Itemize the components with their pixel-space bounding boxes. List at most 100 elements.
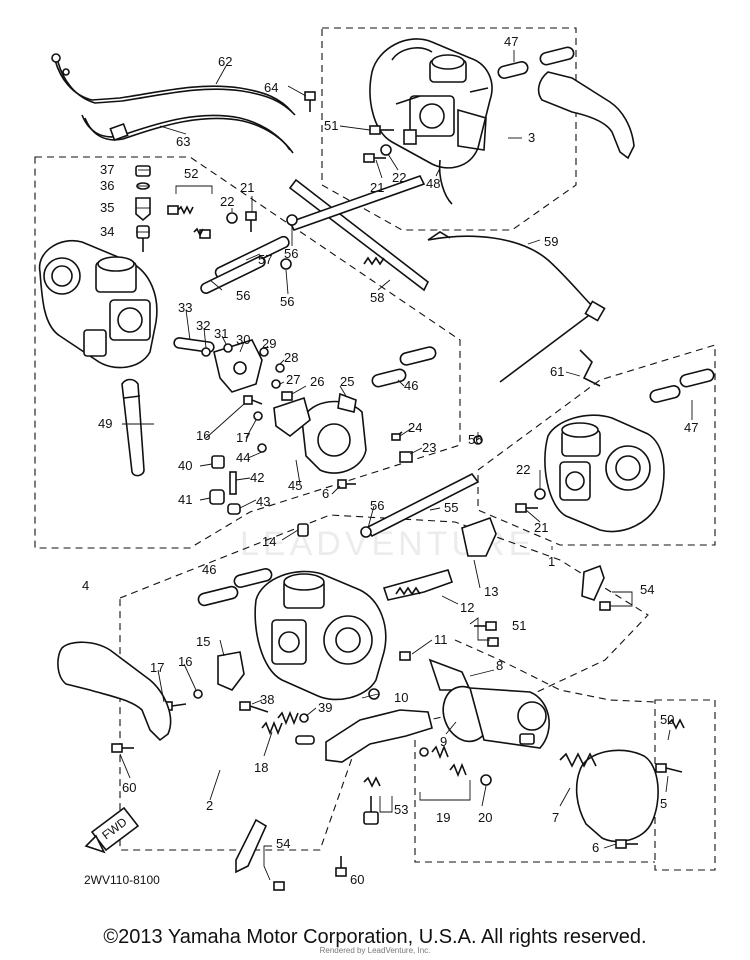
rods-47-right: [649, 368, 715, 403]
screw-51-bottom: [474, 621, 499, 647]
label-47-right: 47: [684, 420, 698, 435]
label-56-d: 56: [468, 432, 482, 447]
bracket-30: [213, 339, 263, 393]
bracket-54-right: [581, 564, 611, 611]
washer-22-left: [226, 212, 238, 224]
bracket-left-bottom: [57, 641, 172, 742]
label-15: 15: [196, 634, 210, 649]
washer-28: [275, 363, 285, 373]
screw-24: [391, 431, 403, 441]
cap-37: [135, 165, 151, 177]
rods-46-upper: [371, 346, 437, 388]
label-62: 62: [218, 54, 232, 69]
label-61: 61: [550, 364, 564, 379]
label-45: 45: [288, 478, 302, 493]
label-34: 34: [100, 224, 114, 239]
assembly-outline-2: [119, 514, 649, 851]
label-3: 3: [528, 130, 535, 145]
label-7: 7: [552, 810, 559, 825]
cap-43: [227, 503, 241, 515]
label-40: 40: [178, 458, 192, 473]
label-10: 10: [394, 690, 408, 705]
rod-upper: [288, 178, 430, 292]
assembly-outline-1: [477, 344, 716, 546]
label-48: 48: [426, 176, 440, 191]
rod-55: [360, 472, 480, 538]
label-1: 1: [548, 554, 555, 569]
screw-21-top: [363, 153, 386, 163]
label-13: 13: [484, 584, 498, 599]
washer-22-top: [380, 144, 392, 156]
leader-lines: [119, 50, 693, 881]
label-44: 44: [236, 450, 250, 465]
label-17-bottom: 17: [150, 660, 164, 675]
pin-42: [229, 471, 237, 495]
label-22-top: 22: [392, 170, 406, 185]
label-25: 25: [340, 374, 354, 389]
fwd-arrow: FWD: [84, 806, 140, 854]
label-56-a: 56: [284, 246, 298, 261]
spring-58: [363, 256, 385, 266]
cable-63: [81, 114, 294, 154]
label-35: 35: [100, 200, 114, 215]
screw-11: [399, 651, 411, 661]
rod-58: [288, 175, 426, 231]
nut-41: [209, 489, 225, 505]
diaphragm-8: [428, 658, 472, 691]
label-41: 41: [178, 492, 192, 507]
spring-39: [277, 710, 309, 726]
screw-61: [579, 349, 601, 387]
clip-56-b: [280, 258, 292, 270]
label-17-left: 17: [236, 430, 250, 445]
label-22-left: 22: [220, 194, 234, 209]
label-38: 38: [260, 692, 274, 707]
part-13: [461, 516, 497, 557]
label-24: 24: [408, 420, 422, 435]
cover-25: [301, 392, 367, 474]
screw-21-right: [515, 503, 538, 513]
label-16-left: 16: [196, 428, 210, 443]
spring-50: [667, 718, 685, 730]
spring-19: [419, 744, 467, 778]
label-54-bottom: 54: [276, 836, 290, 851]
label-51-top: 51: [324, 118, 338, 133]
clip-32: [201, 347, 211, 357]
label-46-lower: 46: [202, 562, 216, 577]
screws-52: [167, 205, 211, 239]
plug-35: [135, 197, 151, 222]
nut-40: [211, 455, 225, 469]
screw-60-left: [111, 743, 134, 753]
jet-34: [136, 225, 150, 252]
label-6-left: 6: [322, 486, 329, 501]
label-46-upper: 46: [404, 378, 418, 393]
screw-21-left: [245, 211, 257, 232]
pin-14: [297, 523, 309, 537]
label-52: 52: [184, 166, 198, 181]
label-60-left: 60: [122, 780, 136, 795]
label-14: 14: [262, 534, 276, 549]
label-27: 27: [286, 372, 300, 387]
assembly-outline-bottom: [414, 740, 655, 863]
label-50: 50: [660, 712, 674, 727]
label-11: 11: [434, 632, 448, 647]
rods-47-top: [497, 46, 575, 79]
washer-29: [259, 347, 269, 357]
label-22-right: 22: [516, 462, 530, 477]
washer-10: [368, 688, 380, 700]
label-63: 63: [176, 134, 190, 149]
label-37: 37: [100, 162, 114, 177]
pilot-screw-53: [363, 776, 381, 825]
label-5: 5: [660, 796, 667, 811]
label-29: 29: [262, 336, 276, 351]
label-2: 2: [206, 798, 213, 813]
label-47-top: 47: [504, 34, 518, 49]
screw-64: [304, 91, 316, 112]
label-8: 8: [496, 658, 503, 673]
assembly-outline-50: [654, 699, 716, 871]
cable-62: [51, 53, 296, 116]
label-36: 36: [100, 178, 114, 193]
screw-26: [281, 391, 293, 401]
label-31: 31: [214, 326, 228, 341]
cable-59: [427, 231, 606, 383]
